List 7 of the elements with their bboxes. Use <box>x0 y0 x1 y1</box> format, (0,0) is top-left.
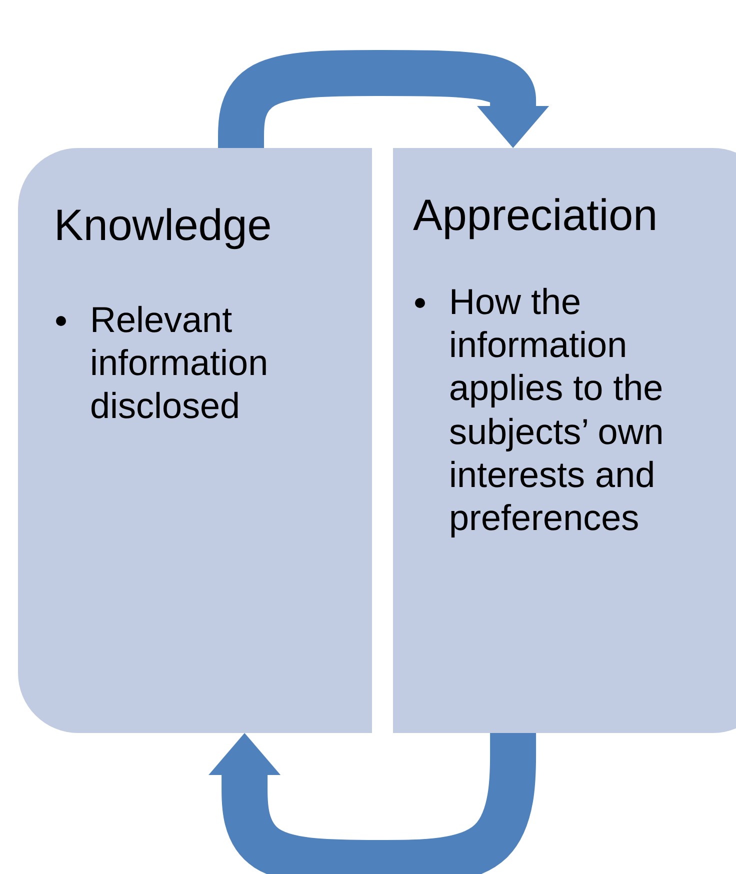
panel-heading: Knowledge <box>54 200 272 252</box>
panel-box <box>18 148 372 733</box>
bullet-text: Relevant information disclosed <box>90 298 270 428</box>
bullet-text: How the information applies to the subjects’ own interests and preferences <box>449 280 665 540</box>
panel-box <box>393 148 736 733</box>
curved-arrow <box>208 732 536 874</box>
panel-heading: Appreciation <box>413 190 658 242</box>
